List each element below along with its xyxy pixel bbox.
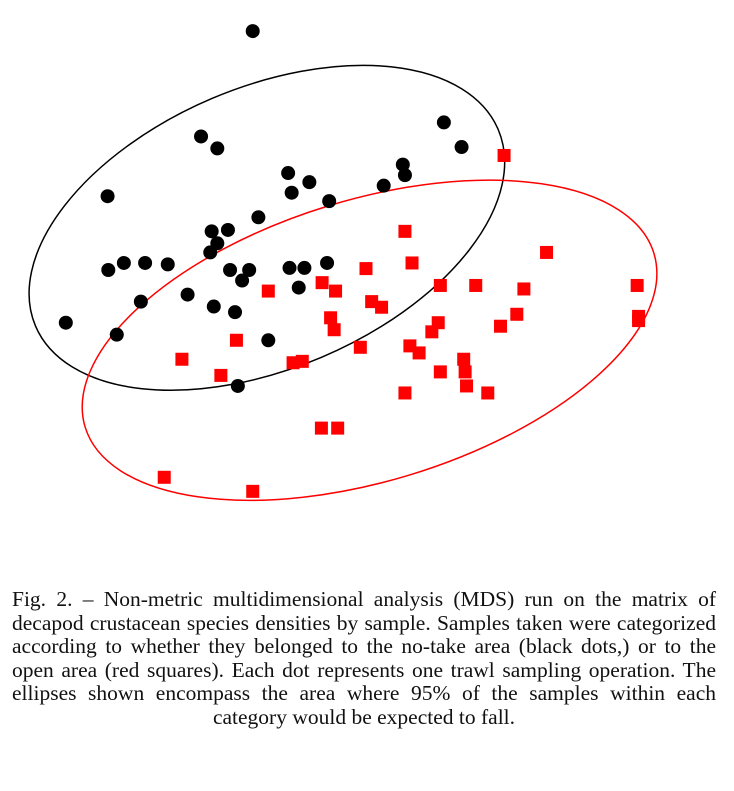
no-take-point — [395, 157, 410, 172]
open-area-point — [365, 295, 379, 309]
open-area-point — [353, 340, 367, 354]
open-area-point — [469, 278, 483, 292]
no-take-point — [220, 222, 235, 237]
no-take-point — [235, 273, 250, 288]
open-area-point — [261, 284, 275, 298]
no-take-point — [281, 166, 296, 181]
open-area-point — [510, 307, 524, 321]
no-take-point — [454, 140, 469, 155]
open-area-point — [433, 278, 447, 292]
no-take-point — [58, 315, 73, 330]
open-area-point — [494, 319, 508, 333]
no-take-point — [282, 260, 297, 275]
no-take-point — [261, 333, 276, 348]
no-take-point — [180, 287, 195, 302]
no-take-point — [284, 185, 299, 200]
no-take-point — [223, 263, 238, 277]
no-take-point — [242, 263, 257, 277]
open-area-point — [630, 278, 644, 292]
open-area-point — [229, 333, 243, 347]
open-area-point — [175, 352, 189, 366]
point-layer — [58, 24, 646, 498]
open-area-point — [331, 421, 345, 435]
no-take-point — [203, 245, 218, 260]
open-area-point — [359, 262, 373, 276]
no-take-point — [133, 294, 148, 309]
open-area-point — [315, 276, 329, 290]
no-take-point — [376, 178, 391, 193]
open-area-point — [314, 421, 328, 435]
open-area-point — [458, 365, 472, 379]
open-area-point — [398, 224, 412, 238]
open-area-point — [157, 470, 171, 484]
no-take-point — [206, 299, 221, 314]
open-area-point — [540, 245, 554, 259]
open-area-point — [405, 256, 419, 270]
no-take-point — [302, 175, 317, 190]
open-area-point — [457, 352, 471, 366]
open-area-point — [632, 314, 646, 328]
no-take-point — [291, 280, 306, 295]
no-take-point — [194, 129, 209, 144]
no-take-point — [397, 168, 412, 183]
no-take-point — [210, 141, 225, 156]
no-take-point — [101, 263, 116, 277]
no-take-point — [251, 210, 266, 225]
no-take-ellipse — [28, 64, 506, 392]
no-take-point — [109, 327, 124, 342]
ellipse-layer — [28, 64, 658, 502]
open-area-point — [398, 386, 412, 400]
open-area-point — [286, 356, 300, 370]
open-area-point — [517, 282, 531, 296]
no-take-point — [204, 224, 219, 239]
open-area-ellipse — [81, 179, 658, 502]
no-take-point — [322, 194, 337, 209]
open-area-point — [412, 346, 426, 360]
open-area-point — [433, 365, 447, 379]
open-area-point — [324, 311, 338, 325]
open-area-point — [327, 323, 341, 337]
no-take-point — [320, 255, 335, 270]
no-take-point — [297, 260, 312, 275]
open-area-point — [214, 368, 228, 382]
figure-caption: Fig. 2. – Non-metric multidimensional an… — [12, 587, 716, 729]
open-area-point — [375, 300, 389, 314]
no-take-point — [160, 257, 175, 272]
open-area-point — [329, 284, 343, 298]
no-take-point — [230, 378, 245, 393]
no-take-point — [116, 255, 131, 270]
no-take-point — [100, 189, 115, 204]
no-take-point — [245, 24, 260, 39]
no-take-point — [138, 255, 153, 270]
open-area-point — [246, 484, 260, 498]
no-take-point — [228, 305, 243, 320]
open-area-point — [481, 386, 495, 400]
open-area-point — [460, 379, 474, 393]
open-area-point — [425, 325, 439, 339]
open-area-point — [497, 148, 511, 162]
no-take-point — [436, 115, 451, 130]
mds-scatter-plot — [28, 24, 658, 502]
